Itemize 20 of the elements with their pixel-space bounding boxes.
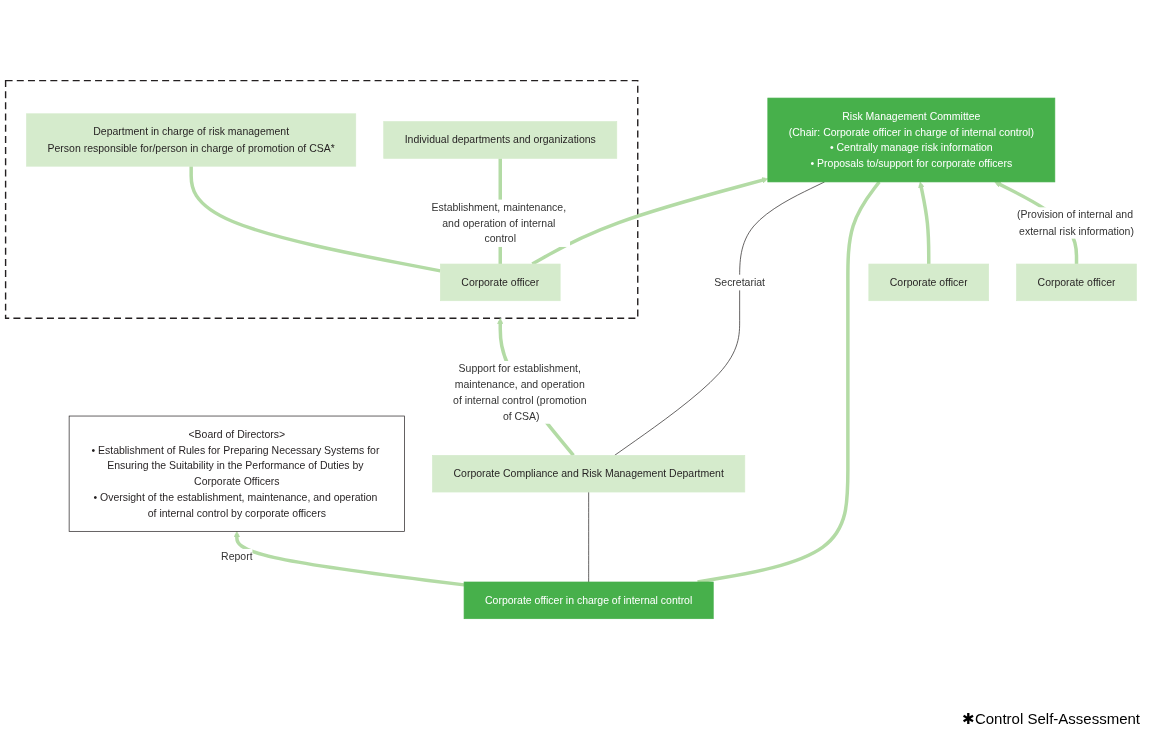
node-box: <Board of Directors> • Establishment of Rules for Preparing Necessary Systems for Ensuring the Suitability in the Performance of Duties by Corporate Officers • Oversight of the establishment, maintenance, and operation of internal control by corporate officers <box>68 416 405 533</box>
connector <box>189 166 441 273</box>
edge-label: (Provision of internal and external risk information) <box>1017 209 1134 237</box>
footnote: ✱Control Self-Assessment <box>961 710 1140 728</box>
node-box: Risk Management Committee (Chair: Corporate officer in charge of internal control) • Centrally manage risk information • Proposals to/support for corporate officers <box>767 98 1056 183</box>
arrow <box>233 531 465 587</box>
edge-label: Establishment, maintenance, and operation of internal control <box>431 201 567 245</box>
node-box: Individual departments and organizations <box>383 121 618 160</box>
arrow <box>918 182 931 265</box>
arrow <box>531 177 769 266</box>
node-box: Corporate officer <box>868 264 989 302</box>
edge-label: Report <box>221 550 253 563</box>
cluster <box>4 80 639 320</box>
node-box: Corporate officer in charge of internal control <box>463 582 714 620</box>
node-box: Corporate officer <box>440 264 561 302</box>
node-box: Corporate officer <box>1016 264 1137 302</box>
node-box: Corporate Compliance and Risk Management Department <box>432 455 746 493</box>
edge-label: Support for establishment, maintenance, and operation of internal control (promotion of CSA) <box>453 362 587 422</box>
node-box: Department in charge of risk management Person responsible for/person in charge of promotion of CSA* <box>26 113 357 167</box>
edge-label: Secretariat <box>714 276 765 289</box>
